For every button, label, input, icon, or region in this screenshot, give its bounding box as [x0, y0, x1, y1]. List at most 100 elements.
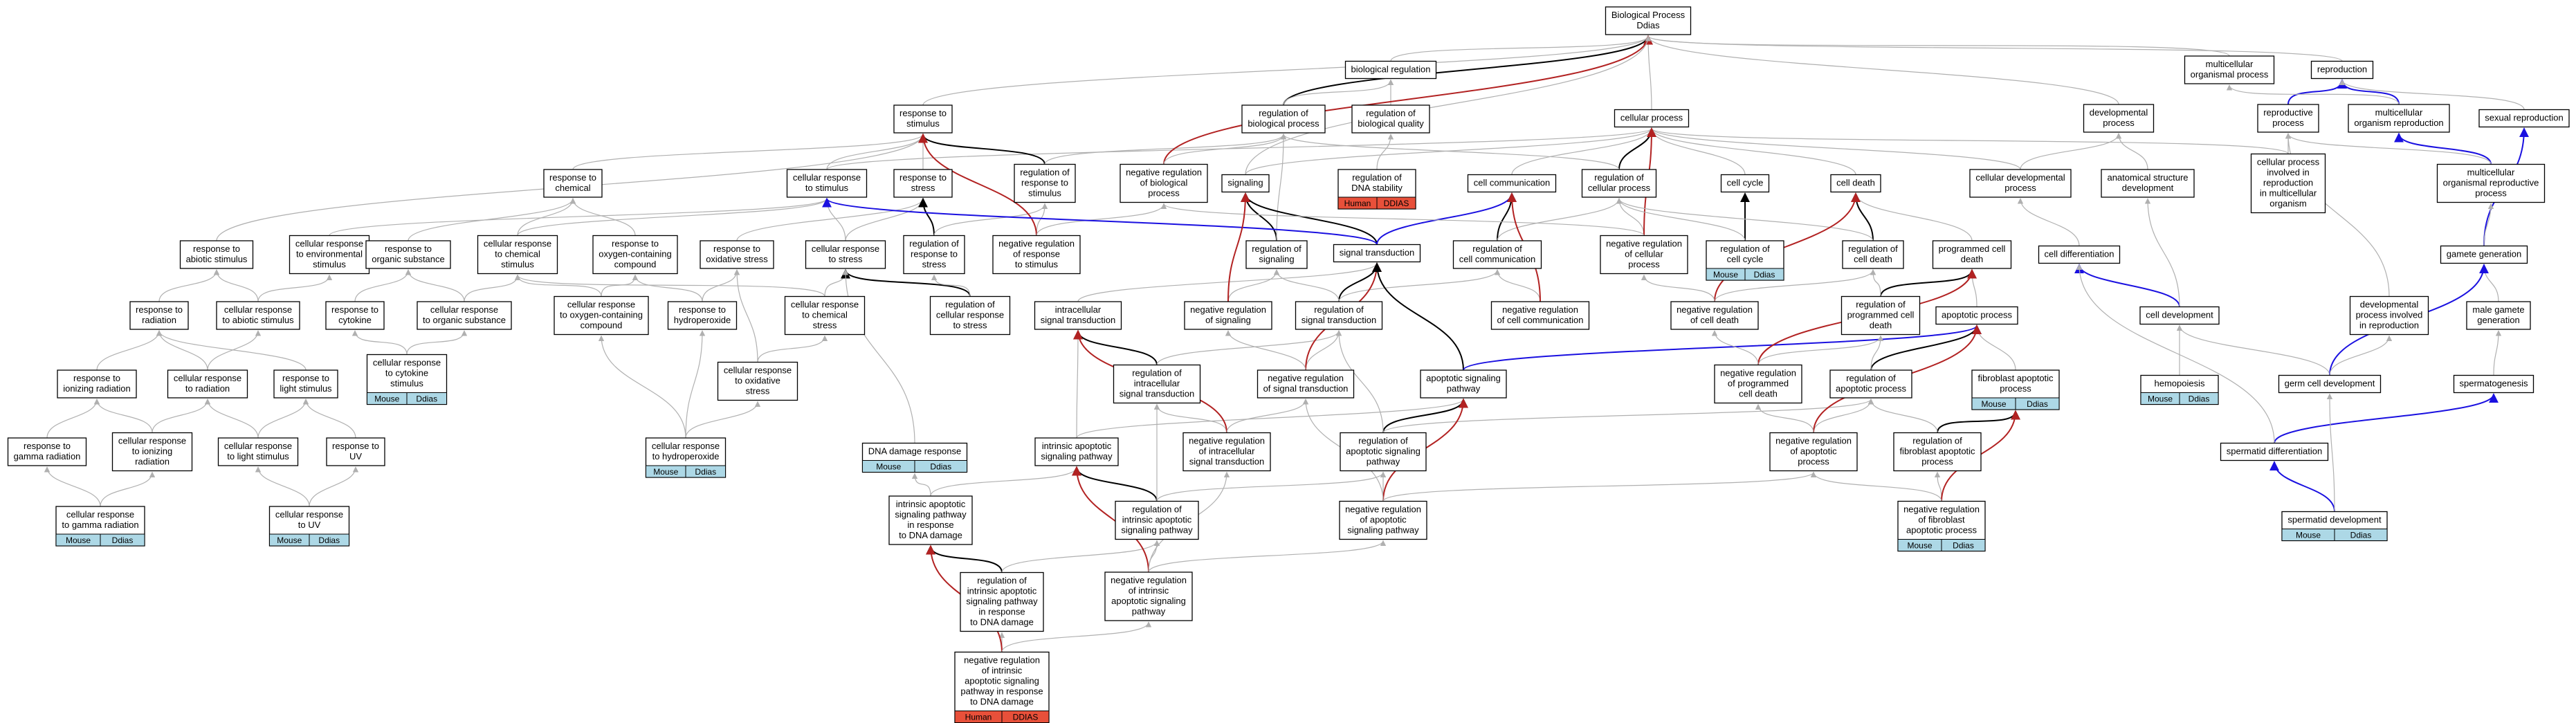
go-term-node-cell-cycle[interactable]: cell cycle	[1720, 174, 1770, 193]
go-term-node-sexual-repro[interactable]: sexual reproduction	[2478, 109, 2570, 128]
go-term-node-cell-comm[interactable]: cell communication	[1467, 174, 1557, 193]
go-term-node-signaling[interactable]: signaling	[1221, 174, 1270, 193]
go-term-node-spermatogenesis[interactable]: spermatogenesis	[2453, 374, 2534, 394]
go-term-node-cell-death[interactable]: cell death	[1830, 174, 1881, 193]
go-term-node-cell-diff[interactable]: cell differentiation	[2038, 245, 2121, 264]
go-term-node-cell-development[interactable]: cell development	[2139, 306, 2220, 325]
go-term-node-germ-cell-dev[interactable]: germ cell development	[2278, 374, 2382, 394]
go-term-node-cell-process[interactable]: cellular process	[1614, 109, 1690, 128]
go-term-node-gamete-gen[interactable]: gamete generation	[2440, 245, 2528, 264]
go-term-node-bio-reg[interactable]: biological regulation	[1344, 60, 1437, 80]
go-term-node-spermatid-diff[interactable]: spermatid differentiation	[2220, 442, 2329, 461]
go-term-node-signal-trans[interactable]: signal transduction	[1333, 244, 1421, 263]
go-term-node-reproduction[interactable]: reproduction	[2310, 60, 2374, 80]
go-term-node-apoptotic-process[interactable]: apoptotic process	[1935, 306, 2018, 325]
edge-reg_cell_death-to-cell_death	[1851, 192, 1874, 241]
